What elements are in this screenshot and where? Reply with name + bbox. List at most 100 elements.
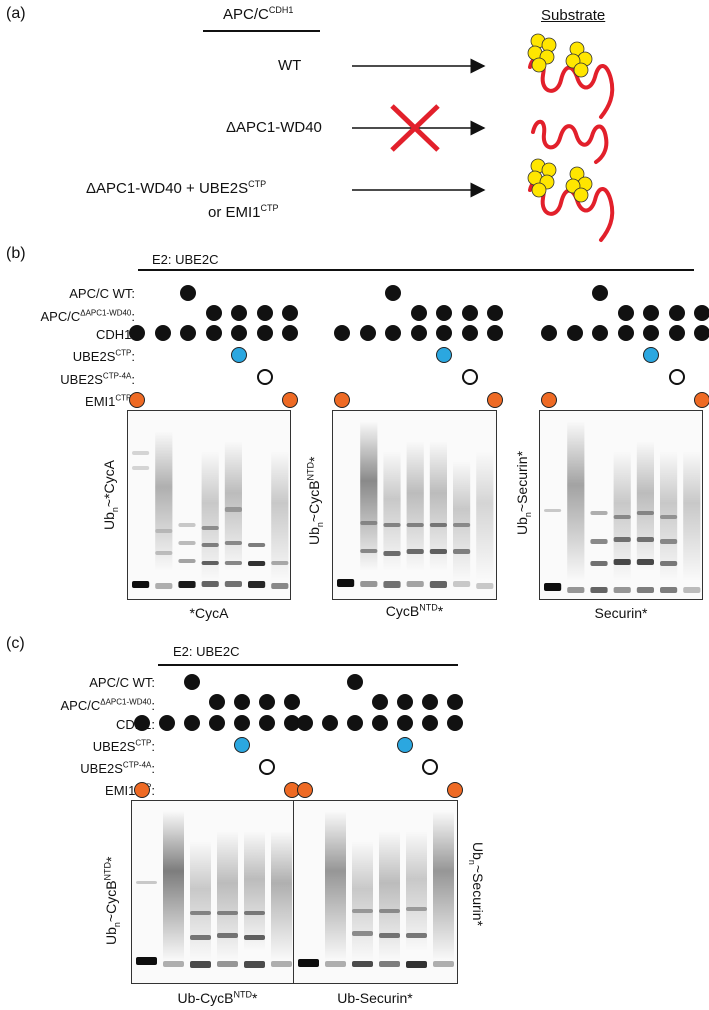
gel-c-right-caption: Ub-Securin*: [337, 990, 413, 1006]
apc-wt-dot: [184, 674, 200, 690]
gel-band: [567, 587, 585, 593]
cdh1-dot: [385, 325, 401, 341]
row-rescue-line2: or EMI1CTP: [208, 203, 279, 221]
gel-band: [217, 961, 238, 967]
cdh1-dot: [129, 325, 145, 341]
gel-band: [660, 587, 678, 593]
label-c-ube2s-ctp: UBE2SCTP:: [92, 738, 155, 754]
gel-band: [224, 541, 242, 545]
gel-band: [155, 551, 173, 555]
emi1-ctp-dot: [487, 392, 503, 408]
label-c-apc-mutant: APC/CΔAPC1-WD40:: [60, 697, 156, 713]
gel-band: [613, 559, 631, 565]
gel-band: [201, 561, 219, 565]
cdh1-dot: [209, 715, 225, 731]
gel-band: [217, 911, 238, 915]
cdh1-dot: [541, 325, 557, 341]
apc-mutant-dot: [256, 305, 273, 321]
apc-mutant-dot: [422, 694, 438, 710]
gel-band: [636, 511, 654, 515]
gel-smear: [567, 421, 585, 581]
gel-smear: [271, 831, 292, 961]
apc-wt-dot: [592, 285, 608, 301]
gel-smear: [155, 431, 173, 571]
gel-smear: [660, 451, 678, 581]
panel-b-e2-line: [138, 269, 694, 271]
gel-band: [590, 511, 608, 515]
cdh1-dot: [359, 325, 376, 341]
cdh1-dot: [231, 325, 247, 341]
gel-band: [660, 561, 678, 566]
cdh1-dot: [282, 325, 298, 341]
cdh1-dot: [284, 715, 300, 731]
cdh1-dot: [259, 715, 275, 731]
panel-a-label: (a): [6, 5, 26, 22]
gel-band: [590, 587, 608, 593]
gel-cycb-bands: [337, 421, 494, 589]
gel-securin: [539, 410, 703, 600]
gel-smear: [190, 841, 211, 961]
panel-c-e2: E2: UBE2C: [173, 644, 240, 659]
emi1-ctp-dot: [447, 782, 463, 798]
gel-smear: [383, 451, 401, 571]
apc-mutant-dot: [694, 305, 709, 321]
apc-mutant-dot: [259, 694, 275, 710]
gel-securin-side-label: Ubn~Securin*: [514, 450, 533, 535]
cdh1-dot: [347, 715, 363, 731]
gel-band: [636, 559, 654, 565]
gel-band: [178, 541, 196, 545]
ube2s-ctp-4a-dot: [422, 759, 438, 775]
apc-wt-dot: [347, 674, 363, 690]
gel-band: [453, 523, 471, 527]
gel-band: [406, 581, 424, 587]
cdh1-dot: [184, 715, 200, 731]
gel-band: [429, 549, 447, 554]
gel-band: [248, 561, 266, 566]
ube2s-ctp-4a-dot: [461, 369, 478, 385]
cdh1-dot: [487, 325, 503, 341]
gel-band: [132, 581, 150, 588]
gel-band: [224, 507, 242, 512]
gel-band: [298, 959, 319, 967]
ubiquitinated-substrate-1: [527, 33, 615, 119]
panel-b-label: (b): [6, 245, 26, 262]
gel-band: [406, 523, 424, 527]
label-c-ube2s-ctp-4a: UBE2SCTP-4A:: [80, 760, 155, 776]
gel-band: [660, 539, 678, 544]
cdh1-dot: [297, 715, 313, 731]
gel-band: [352, 931, 373, 936]
gel-smear: [163, 811, 184, 961]
gel-band: [379, 961, 400, 967]
gel-band: [590, 561, 608, 566]
gel-c-right-side-label: Ubn~Securin*: [467, 842, 486, 927]
panel-b-e2: E2: UBE2C: [152, 252, 219, 267]
gel-band: [163, 961, 184, 967]
gel-band: [190, 961, 211, 968]
gel-band: [178, 523, 196, 527]
cdh1-dot: [180, 325, 196, 341]
cdh1-dot: [334, 325, 350, 341]
ube2s-ctp-dot: [436, 347, 452, 363]
emi1-ctp-dot: [282, 392, 298, 408]
cdh1-dot: [617, 325, 634, 341]
ube2s-ctp-dot: [234, 737, 250, 753]
apc-mutant-dot: [643, 305, 659, 321]
label-c-apc-wt: APC/C WT:: [89, 675, 155, 690]
gel-panel-c-bands: [136, 811, 454, 968]
gel-smear: [325, 811, 346, 961]
gel-securin-caption: Securin*: [594, 605, 648, 621]
gel-band: [433, 961, 454, 967]
apc-mutant-dot: [617, 305, 634, 321]
gel-band: [636, 587, 654, 593]
gel-band: [360, 521, 378, 525]
gel-band: [248, 543, 266, 547]
header-left-underline: [203, 30, 320, 32]
gel-cyca-bands: [132, 431, 289, 589]
apc-mutant-dot: [284, 694, 300, 710]
gel-cycb: [332, 410, 497, 600]
red-x-icon: [390, 104, 440, 152]
gel-band: [683, 587, 701, 593]
emi1-ctp-dot: [334, 392, 350, 408]
gel-securin-bands: [544, 421, 701, 593]
cdh1-dot: [256, 325, 273, 341]
